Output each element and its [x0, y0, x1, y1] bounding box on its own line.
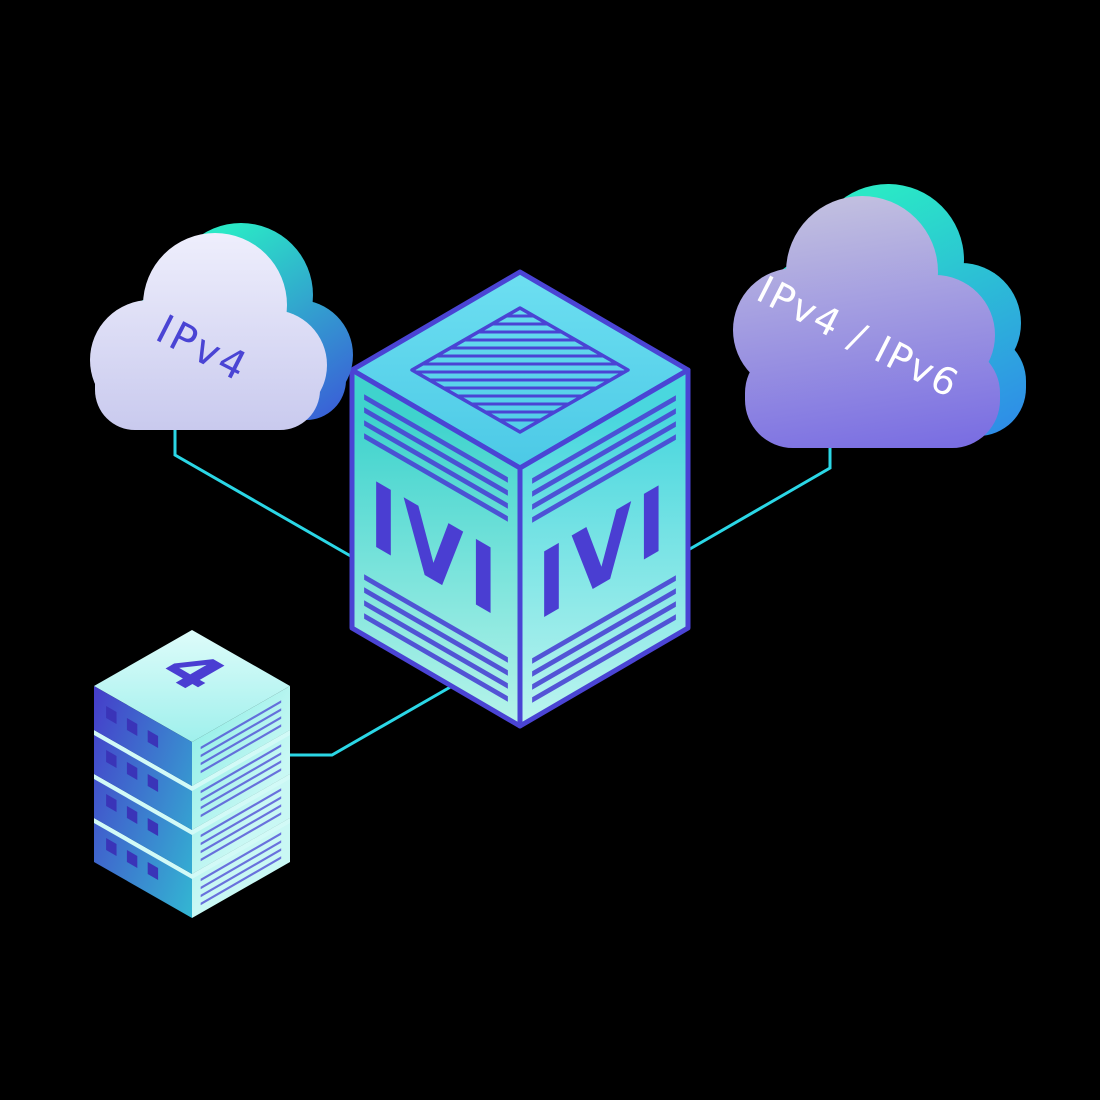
- vent-stripes: [200, 832, 282, 906]
- server-unit: [94, 818, 290, 918]
- cloud-body: [90, 233, 327, 430]
- vent-stripes: [200, 788, 282, 862]
- ipv4-cloud: IPv4: [90, 223, 353, 430]
- vent-stripes: [364, 394, 508, 702]
- server-unit-left-face: [94, 818, 192, 918]
- server-unit-left-face: [94, 686, 192, 786]
- server-unit-top: 4: [94, 630, 290, 786]
- vent-stripes: [532, 395, 676, 703]
- vent-stripes: [200, 700, 282, 774]
- server-unit: [94, 730, 290, 830]
- server-unit-top-edge: [94, 730, 192, 791]
- server-unit-top-edge: [192, 818, 290, 879]
- server-stack: 4: [94, 630, 290, 918]
- server-unit-top-edge: [192, 730, 290, 791]
- vent-stripes: [200, 744, 282, 818]
- server-unit-top-edge: [192, 774, 290, 835]
- server-unit-top-edge: [94, 818, 192, 879]
- server-unit-left-face: [94, 730, 192, 830]
- cloud-body: [733, 196, 1000, 448]
- ivi-gateway: IVI IVI: [349, 269, 691, 729]
- server-unit: [94, 774, 290, 874]
- dual-stack-cloud: IPv4 / IPv6: [733, 184, 1026, 448]
- server-unit-left-face: [94, 774, 192, 874]
- server-unit-top-edge: [94, 774, 192, 835]
